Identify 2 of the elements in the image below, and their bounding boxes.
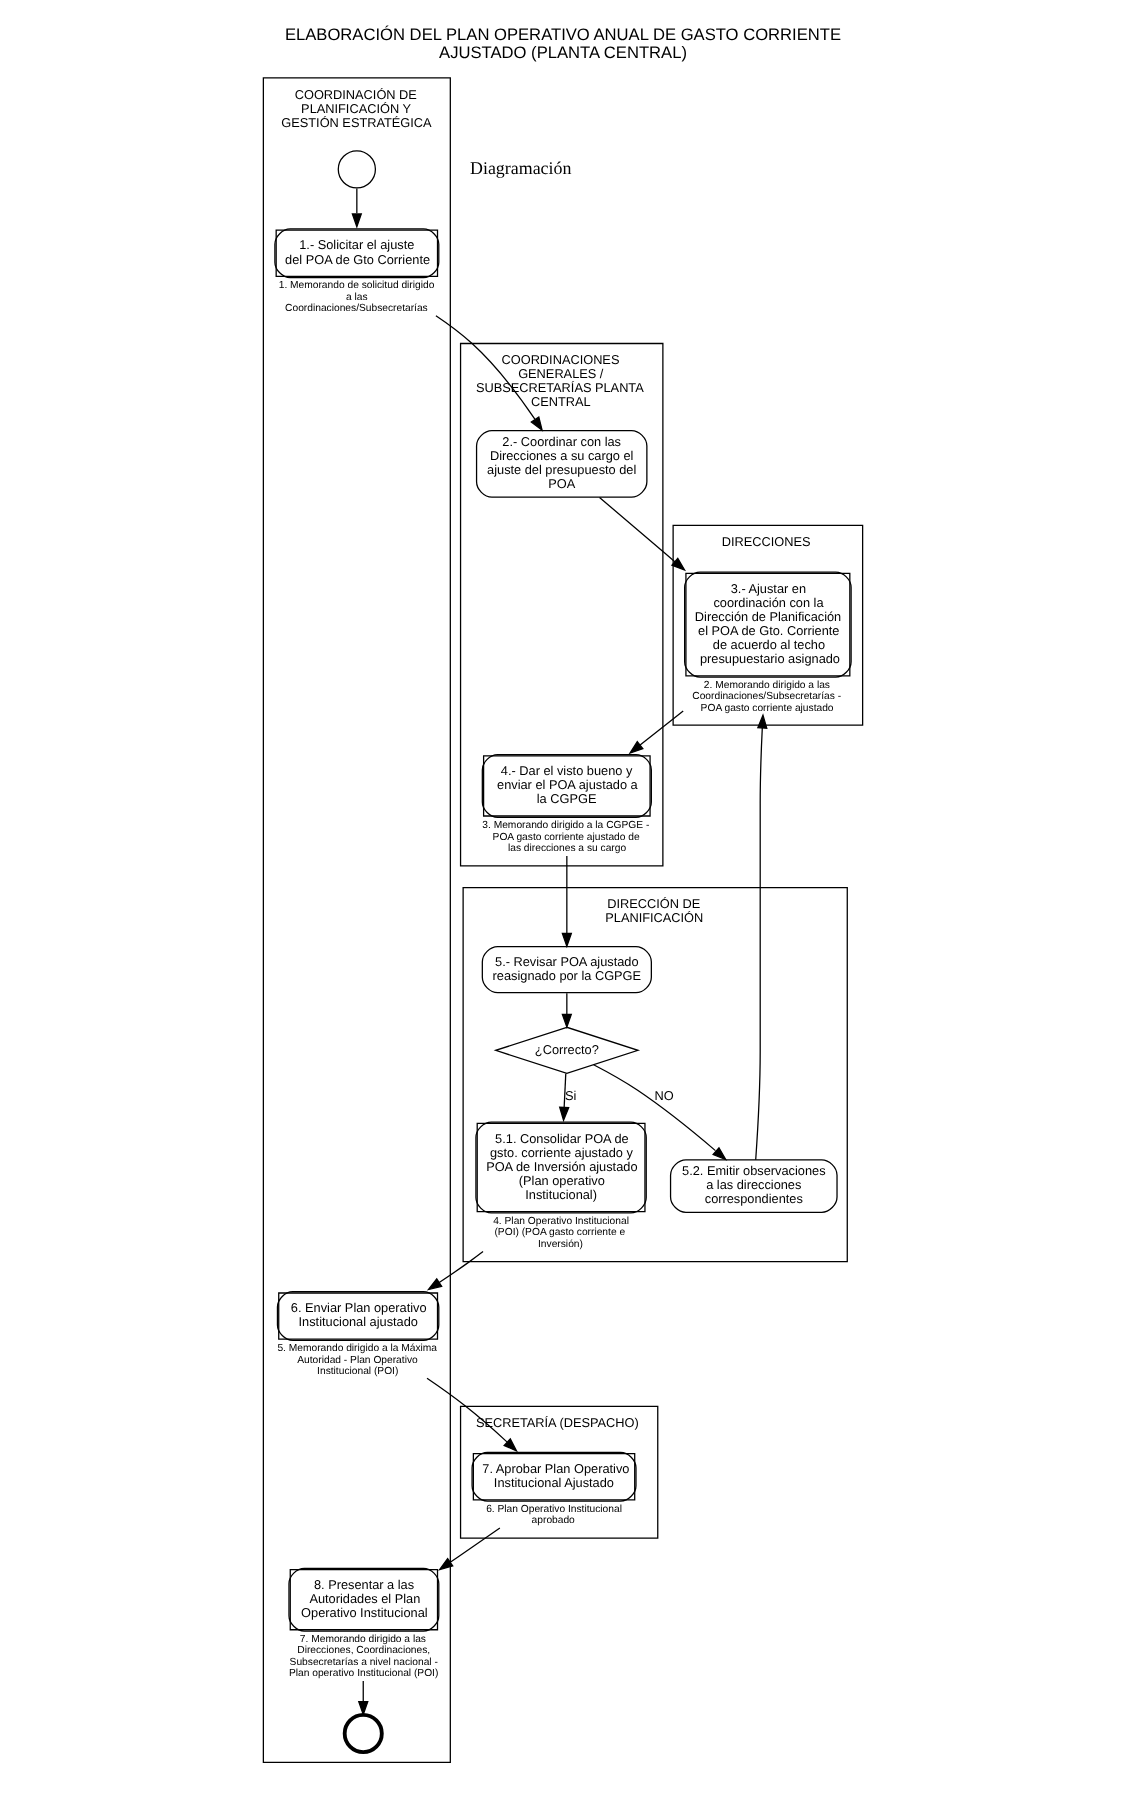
label: Diagramación	[470, 158, 572, 179]
diagram-title: ELABORACIÓN DEL PLAN OPERATIVO ANUAL DE GASTO CORRIENTE AJUSTADO (PLANTA CENTRAL)	[284, 23, 842, 62]
